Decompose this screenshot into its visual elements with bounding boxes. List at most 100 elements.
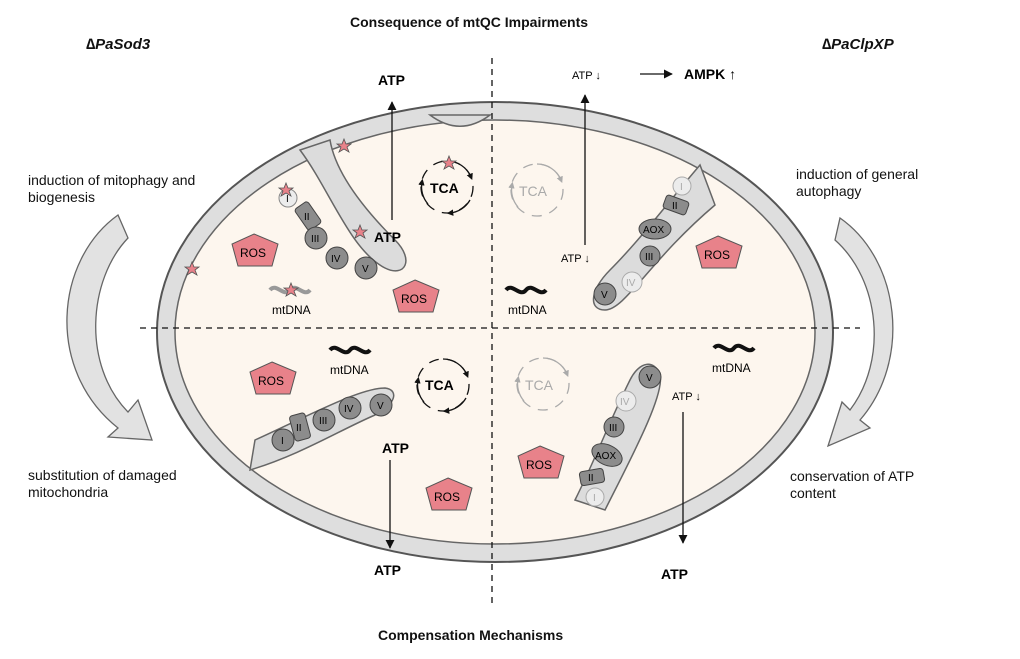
resp-chain-tl: I II III IV V (278, 188, 378, 280)
label-left-bottom: substitution of damaged mitochondria (28, 467, 177, 500)
complex-i: I (271, 428, 295, 452)
svg-text:IV: IV (620, 397, 630, 408)
complex-i: I (672, 176, 692, 196)
aox: AOX (591, 443, 623, 467)
svg-text:V: V (646, 373, 653, 384)
svg-text:mtDNA: mtDNA (272, 303, 311, 317)
curved-arrow-left (66, 214, 153, 441)
ampk-label: AMPK ↑ (684, 66, 736, 82)
label-right-bottom: conservation of ATP content (790, 468, 914, 501)
svg-text:mtDNA: mtDNA (712, 361, 751, 375)
complex-v: V (369, 393, 393, 417)
svg-text:ROS: ROS (434, 490, 460, 504)
crista-top-notch (427, 114, 493, 127)
svg-text:AOX: AOX (643, 225, 664, 236)
ros-br: ROS (517, 445, 565, 479)
complex-iii: III (304, 226, 328, 250)
svg-text:I: I (680, 182, 683, 193)
atp-label-bottom-left: ATP (374, 562, 401, 578)
star-icon (440, 154, 458, 170)
star-icon (335, 137, 353, 153)
mtdna-bl: mtDNA (328, 345, 372, 377)
svg-text:AOX: AOX (595, 451, 616, 462)
ros-tr: ROS (695, 235, 743, 269)
ros-bl-2: ROS (425, 477, 473, 511)
complex-iii: III (603, 416, 625, 438)
complex-iv: IV (621, 271, 643, 293)
resp-chain-br: V IV III AOX II I (578, 365, 662, 507)
curved-arrow-right (826, 216, 894, 448)
resp-chain-tr: I II AOX III IV V (593, 176, 692, 306)
svg-text:IV: IV (344, 404, 354, 415)
svg-text:II: II (588, 473, 594, 484)
top-title: Consequence of mtQC Impairments (350, 14, 589, 30)
svg-text:ROS: ROS (258, 374, 284, 388)
atp-label-bl-inner: ATP (382, 440, 409, 456)
complex-v: V (354, 256, 378, 280)
tca-label: TCA (430, 180, 459, 196)
tca-label: TCA (425, 377, 454, 393)
svg-text:ROS: ROS (704, 248, 730, 262)
atp-label-tl-inner: ATP (374, 229, 401, 245)
tca-cycle-tr-faded: TCA (508, 163, 564, 217)
svg-text:II: II (672, 201, 678, 212)
strain-left: ∆PaSod3 (86, 36, 151, 53)
aox: AOX (638, 218, 672, 240)
tca-cycle-bl: TCA (414, 358, 470, 414)
svg-text:II: II (296, 423, 302, 434)
damage-stars (183, 137, 458, 297)
mtdna-tr: mtDNA (504, 285, 548, 317)
tca-label: TCA (519, 183, 548, 199)
svg-text:IV: IV (626, 278, 636, 289)
complex-v: V (638, 365, 662, 389)
atp-down-top-right: ATP ↓ (572, 70, 601, 82)
complex-iv: IV (338, 396, 362, 420)
svg-text:II: II (304, 212, 310, 223)
bottom-title: Compensation Mechanisms (378, 627, 564, 643)
svg-text:ROS: ROS (401, 292, 427, 306)
svg-text:III: III (319, 416, 327, 427)
atp-label-top-left: ATP (378, 72, 405, 88)
star-icon (183, 260, 201, 276)
svg-text:I: I (593, 493, 596, 504)
svg-text:III: III (645, 252, 653, 263)
complex-i: I (585, 487, 605, 507)
complex-iv: IV (325, 246, 349, 270)
svg-text:ROS: ROS (526, 458, 552, 472)
complex-ii: II (289, 412, 311, 442)
atp-label-bottom-right: ATP (661, 566, 688, 582)
mtdna-br: mtDNA (712, 343, 756, 375)
label-right-top: induction of general autophagy (796, 166, 919, 199)
matrix (174, 119, 816, 545)
resp-chain-bl: I II III IV V (271, 393, 393, 452)
svg-text:V: V (601, 290, 608, 301)
complex-ii: II (578, 467, 606, 487)
svg-text:ROS: ROS (240, 246, 266, 260)
crista-top-left (298, 139, 407, 272)
ros-tl-1: ROS (231, 233, 279, 267)
svg-text:III: III (311, 234, 319, 245)
svg-text:IV: IV (331, 254, 341, 265)
complex-iii: III (312, 408, 336, 432)
svg-text:I: I (281, 436, 284, 447)
label-left-top: induction of mitophagy and biogenesis (28, 172, 196, 205)
svg-text:V: V (362, 264, 369, 275)
star-icon (351, 223, 369, 239)
svg-text:mtDNA: mtDNA (330, 363, 369, 377)
svg-text:mtDNA: mtDNA (508, 303, 547, 317)
svg-text:III: III (609, 423, 617, 434)
strain-right: ∆PaClpXP (822, 36, 894, 53)
atp-down-tr-inner: ATP ↓ (561, 253, 590, 265)
svg-text:V: V (377, 401, 384, 412)
star-icon (277, 181, 295, 197)
atp-down-br-inner: ATP ↓ (672, 391, 701, 403)
star-icon (282, 281, 300, 297)
complex-ii: II (662, 194, 690, 216)
ros-tl-2: ROS (392, 279, 440, 313)
svg-text:I: I (286, 194, 289, 205)
complex-iv: IV (615, 390, 637, 412)
complex-iii: III (639, 245, 661, 267)
ros-bl-1: ROS (249, 361, 297, 395)
complex-v: V (593, 282, 617, 306)
